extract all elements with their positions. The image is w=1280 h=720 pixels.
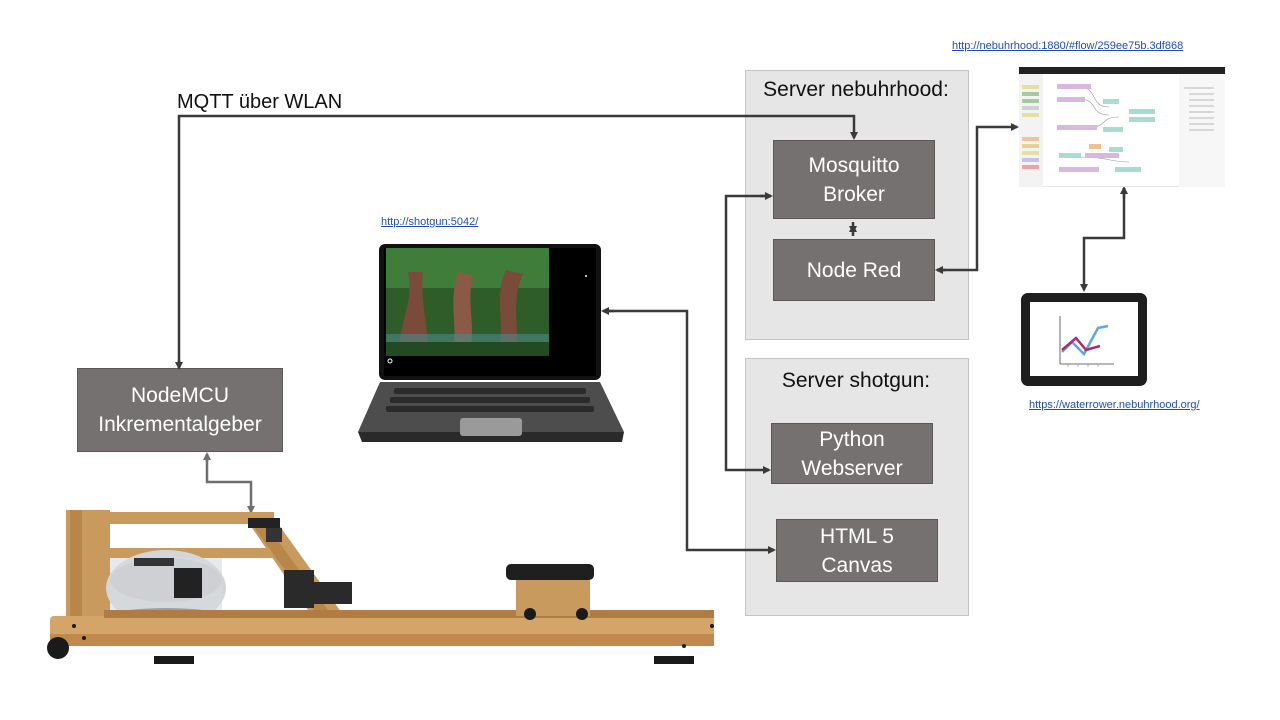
shotgun-link[interactable]: http://shotgun:5042/ — [381, 216, 479, 228]
mosquitto-line1: Mosquitto — [808, 153, 900, 177]
html5-line1: HTML 5 — [820, 524, 894, 548]
python-line2: Webserver — [801, 456, 903, 480]
nodemcu-rower-connector — [205, 455, 255, 514]
nodemcu-box: NodeMCU Inkrementalgeber — [77, 368, 283, 452]
html5-canvas-box: HTML 5 Canvas — [776, 519, 938, 582]
python-webserver-box: Python Webserver — [771, 423, 933, 484]
laptop-canvas-connector — [605, 309, 776, 554]
mqtt-connector — [177, 114, 858, 368]
html5-line2: Canvas — [821, 553, 893, 577]
server-shotgun-title: Server shotgun: — [781, 369, 931, 392]
python-line1: Python — [819, 427, 885, 451]
node-red-label: Node Red — [806, 258, 902, 282]
nodered-screenshot-connector — [937, 123, 1019, 272]
mosquitto-python-connector — [724, 194, 771, 474]
laptop-icon — [358, 244, 624, 442]
nodemcu-line1: NodeMCU — [130, 384, 230, 407]
node-red-flow-link[interactable]: http://nebuhrhood:1880/#flow/259ee75b.3d… — [952, 40, 1184, 52]
nodemcu-line2: Inkrementalgeber — [98, 413, 262, 436]
waterrower-link[interactable]: https://waterrower.nebuhrhood.org/ — [1029, 399, 1200, 411]
server-nebuhrhood-title: Server nebuhrhood: — [763, 78, 949, 101]
mqtt-label: MQTT über WLAN — [177, 91, 343, 113]
rowing-machine-icon — [47, 510, 714, 664]
node-red-screenshot-icon — [1019, 67, 1225, 187]
mosquitto-broker-box: Mosquitto Broker — [773, 140, 935, 219]
node-red-box: Node Red — [773, 239, 935, 301]
mosquitto-line2: Broker — [823, 182, 885, 206]
tablet-icon — [1021, 293, 1147, 386]
screenshot-tablet-connector — [1080, 188, 1126, 292]
